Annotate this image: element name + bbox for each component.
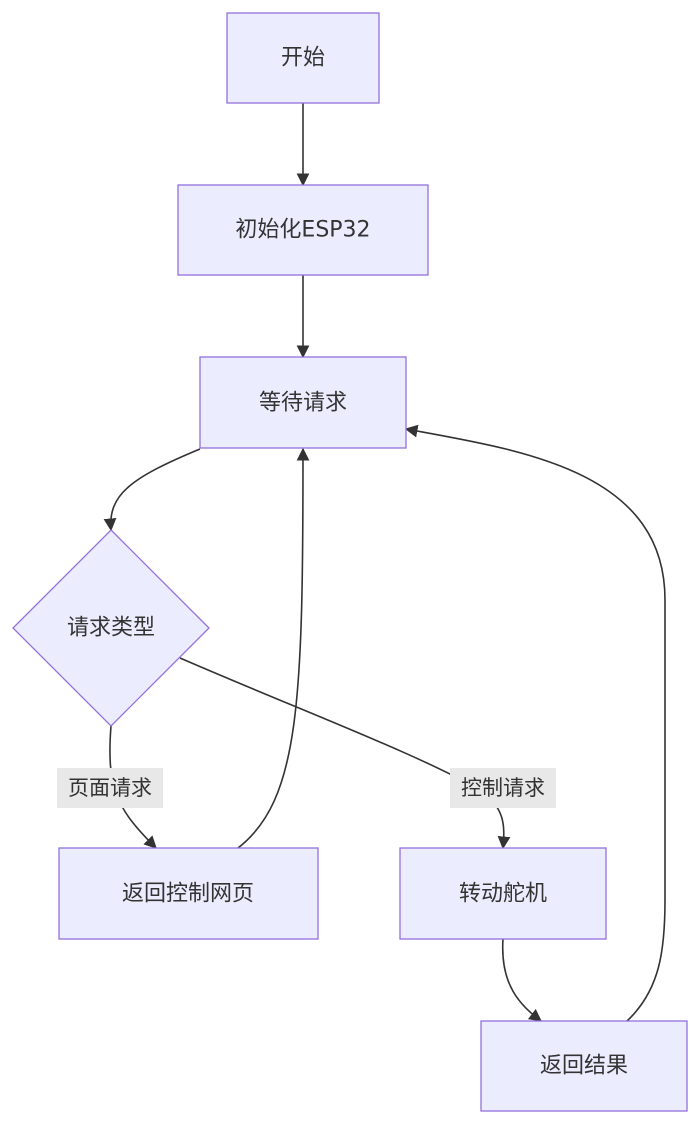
node-return-page: 返回控制网页	[58, 847, 319, 940]
edge-return-result-to-wait	[404, 424, 666, 1022]
edge-label-page-request: 页面请求	[57, 768, 163, 808]
edge-label-control-request-text: 控制请求	[461, 776, 545, 800]
edge-return-page-to-wait	[237, 447, 310, 849]
edge-decision-to-turn-servo	[179, 657, 511, 850]
node-turn-servo-label: 转动舵机	[459, 882, 547, 907]
node-wait-label: 等待请求	[259, 391, 347, 416]
edge-turn-servo-to-return-result	[501, 938, 543, 1022]
edge-label-control-request: 控制请求	[450, 768, 556, 808]
node-start-label: 开始	[281, 46, 325, 71]
node-decision-label: 请求类型	[67, 616, 155, 641]
node-return-result: 返回结果	[480, 1020, 688, 1112]
node-start: 开始	[226, 12, 380, 104]
node-turn-servo: 转动舵机	[399, 847, 607, 940]
node-init: 初始化ESP32	[177, 184, 429, 276]
node-return-page-label: 返回控制网页	[122, 882, 254, 907]
node-wait: 等待请求	[199, 356, 407, 449]
node-decision: 请求类型	[12, 529, 210, 727]
edge-wait-to-decision	[103, 448, 201, 532]
edge-label-page-request-text: 页面请求	[68, 776, 152, 800]
node-init-label: 初始化ESP32	[235, 218, 370, 243]
node-return-result-label: 返回结果	[540, 1054, 628, 1079]
edges	[103, 103, 666, 1022]
